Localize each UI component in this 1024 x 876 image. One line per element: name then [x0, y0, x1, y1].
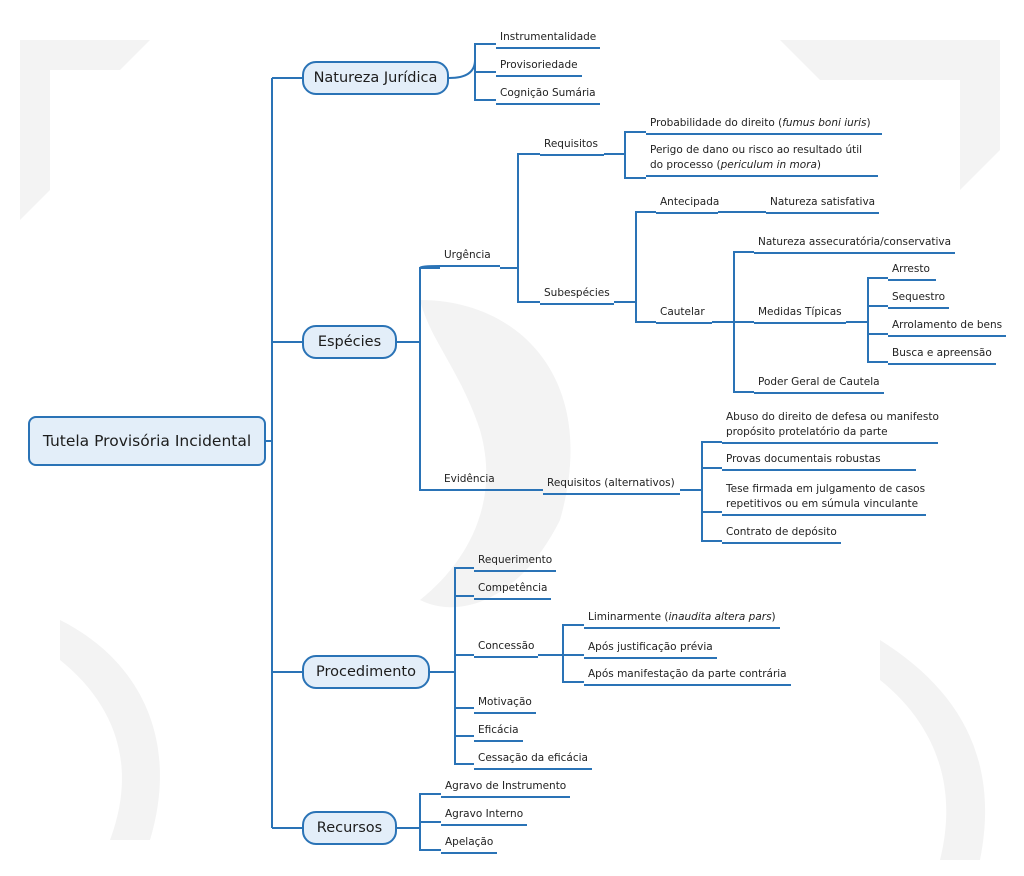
- branch-concessao: Concessão: [474, 639, 538, 658]
- watermark-logo-top-left: [20, 40, 150, 220]
- leaf-apelacao: Apelação: [441, 835, 498, 854]
- leaf-eficacia: Eficácia: [474, 723, 523, 742]
- recursos-node: Recursos: [302, 811, 397, 845]
- leaf-poder-geral-cautela: Poder Geral de Cautela: [754, 375, 884, 394]
- leaf-agravo-instrumento: Agravo de Instrumento: [441, 779, 571, 798]
- watermark-logo-center: [420, 300, 571, 608]
- root-label: Tutela Provisória Incidental: [42, 432, 252, 450]
- watermark-logo-top-right: [780, 40, 1000, 190]
- leaf-liminarmente: Liminarmente (inaudita altera pars): [584, 610, 780, 629]
- leaf-contrato-deposito: Contrato de depósito: [722, 525, 841, 544]
- natureza-juridica-node: Natureza Jurídica: [302, 61, 449, 95]
- natureza-juridica-label: Natureza Jurídica: [313, 70, 438, 86]
- branch-requisitos-alternativos: Requisitos (alternativos): [543, 476, 680, 495]
- branch-cautelar: Cautelar: [656, 305, 712, 324]
- watermark-logo-bottom-right: [880, 640, 986, 860]
- branch-subespecies: Subespécies: [540, 286, 614, 305]
- leaf-competencia: Competência: [474, 581, 552, 600]
- leaf-natureza-assecuratoria: Natureza assecuratória/conservativa: [754, 235, 956, 254]
- leaf-perigo-dano: Perigo de dano ou risco ao resultado úti…: [646, 143, 878, 177]
- leaf-arrolamento-bens: Arrolamento de bens: [888, 318, 1007, 337]
- leaf-instrumentalidade: Instrumentalidade: [496, 30, 601, 49]
- leaf-apos-justificacao: Após justificação prévia: [584, 640, 717, 659]
- leaf-provisoriedade: Provisoriedade: [496, 58, 582, 77]
- leaf-natureza-satisfativa: Natureza satisfativa: [766, 195, 880, 214]
- especies-node: Espécies: [302, 325, 397, 359]
- especies-label: Espécies: [317, 334, 382, 350]
- procedimento-node: Procedimento: [302, 655, 430, 689]
- leaf-abuso-direito: Abuso do direito de defesa ou manifesto …: [722, 410, 939, 444]
- leaf-probabilidade-direito: Probabilidade do direito (fumus boni iur…: [646, 116, 882, 135]
- branch-requisitos: Requisitos: [540, 137, 604, 156]
- leaf-provas-documentais: Provas documentais robustas: [722, 452, 916, 471]
- leaf-agravo-interno: Agravo Interno: [441, 807, 528, 826]
- branch-urgencia: Urgência: [440, 248, 500, 267]
- leaf-apos-manifestacao: Após manifestação da parte contrária: [584, 667, 791, 686]
- leaf-motivacao: Motivação: [474, 695, 536, 714]
- leaf-arresto: Arresto: [888, 262, 936, 281]
- recursos-label: Recursos: [316, 820, 383, 836]
- procedimento-label: Procedimento: [316, 664, 416, 680]
- branch-evidencia: Evidência: [440, 472, 500, 491]
- leaf-sequestro: Sequestro: [888, 290, 950, 309]
- branch-antecipada: Antecipada: [656, 195, 719, 214]
- leaf-requerimento: Requerimento: [474, 553, 557, 572]
- leaf-busca-apreensao: Busca e apreensão: [888, 346, 996, 365]
- branch-medidas-tipicas: Medidas Típicas: [754, 305, 846, 324]
- leaf-tese-firmada: Tese firmada em julgamento de casos repe…: [722, 482, 926, 516]
- root-node: Tutela Provisória Incidental: [28, 416, 266, 466]
- leaf-cognicao-sumaria: Cognição Sumária: [496, 86, 600, 105]
- leaf-cessacao-eficacia: Cessação da eficácia: [474, 751, 592, 770]
- watermark-logo-bottom-left: [60, 620, 160, 840]
